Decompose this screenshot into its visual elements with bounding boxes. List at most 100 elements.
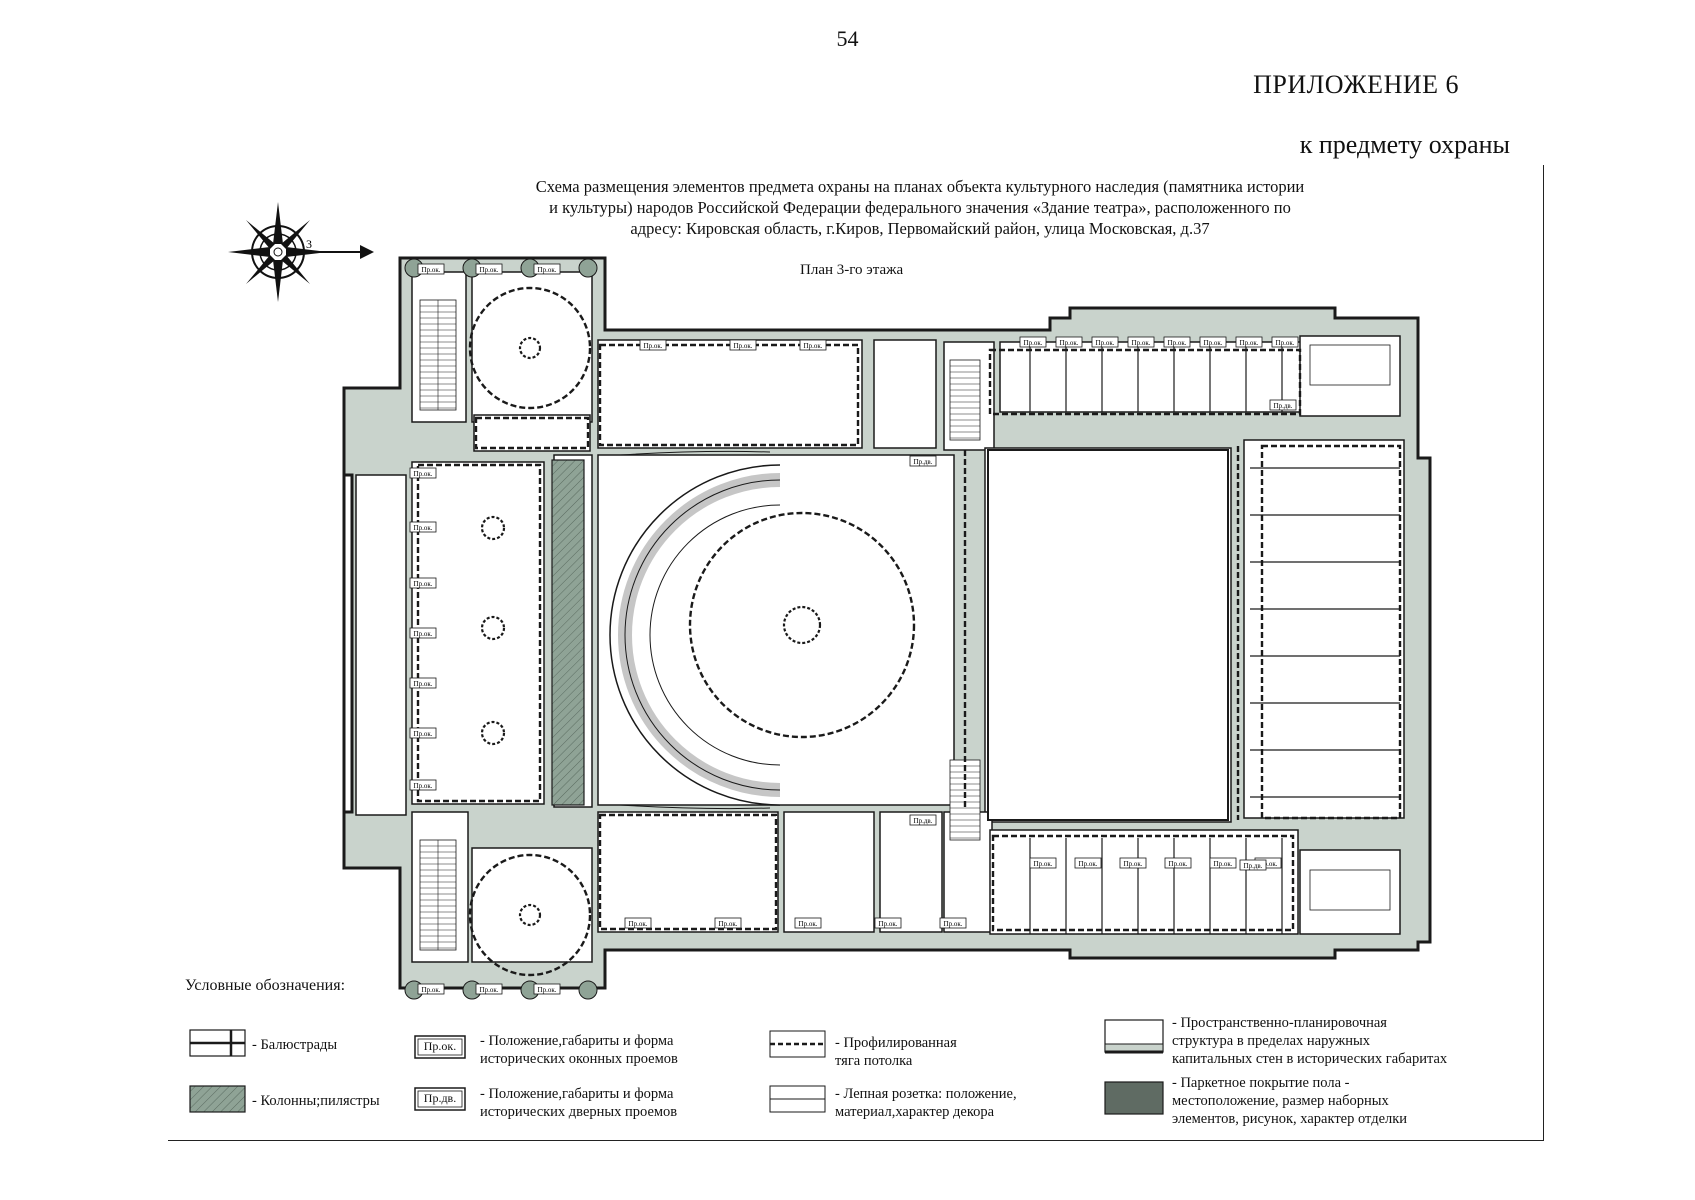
svg-text:Пр.ок.: Пр.ок. — [1034, 860, 1053, 868]
legend-structure-line: структура в пределах наружных — [1172, 1033, 1370, 1049]
opening-tag: Пр.дв. — [1239, 859, 1267, 871]
legend-cornice-line: тяга потолка — [835, 1053, 913, 1069]
opening-tag: Пр.ок. — [794, 917, 822, 929]
svg-text:Пр.ок.: Пр.ок. — [644, 342, 663, 350]
opening-tag: Пр.ок. — [1199, 336, 1227, 348]
legend-rosette-line: материал,характер декора — [835, 1104, 995, 1120]
legend-structure-line: - Пространственно-планировочная — [1172, 1015, 1387, 1031]
svg-text:Пр.ок.: Пр.ок. — [414, 630, 433, 638]
opening-tag: Пр.ок. — [714, 917, 742, 929]
legend-title: Условные обозначения: — [185, 977, 346, 994]
svg-text:Пр.ок.: Пр.ок. — [1024, 339, 1043, 347]
opening-tag: Пр.ок. — [409, 727, 437, 739]
legend-parquet-text: - Паркетное покрытие пола - местоположен… — [1172, 1074, 1407, 1128]
svg-text:3: 3 — [306, 237, 312, 251]
opening-tag: Пр.ок. — [1127, 336, 1155, 348]
legend-door-line: исторических дверных проемов — [480, 1104, 678, 1120]
compass-rose-icon: 3 — [228, 202, 374, 302]
svg-text:Пр.ок.: Пр.ок. — [422, 986, 441, 994]
svg-text:Пр.ок.: Пр.ок. — [1168, 339, 1187, 347]
svg-text:Пр.ок.: Пр.ок. — [414, 580, 433, 588]
opening-tag: Пр.ок. — [409, 467, 437, 479]
opening-tag: Пр.ок. — [1019, 336, 1047, 348]
dashed-line-symbol — [769, 1030, 826, 1058]
legend-cornice-text: - Профилированная тяга потолка — [835, 1034, 957, 1070]
svg-text:Пр.дв.: Пр.дв. — [914, 817, 933, 825]
frame-border-right — [1543, 165, 1544, 1140]
opening-tag: Пр.ок. — [1163, 336, 1191, 348]
svg-text:Пр.ок.: Пр.ок. — [944, 920, 963, 928]
legend-parquet-line: - Паркетное покрытие пола - — [1172, 1075, 1350, 1091]
opening-tag: Пр.ок. — [409, 521, 437, 533]
opening-tag: Пр.ок. — [799, 339, 827, 351]
legend-balustrade-text: - Балюстрады — [252, 1037, 338, 1053]
caption-line: и культуры) народов Российской Федерации… — [549, 198, 1291, 217]
opening-tag: Пр.дв. — [1269, 399, 1297, 411]
opening-tag: Пр.ок. — [1235, 336, 1263, 348]
caption-line: Схема размещения элементов предмета охра… — [535, 177, 1305, 196]
legend-column-text: - Колонны;пилястры — [252, 1093, 380, 1109]
parquet-symbol — [1104, 1081, 1164, 1115]
svg-text:Пр.ок.: Пр.ок. — [1079, 860, 1098, 868]
opening-tag: Пр.ок. — [417, 263, 445, 275]
opening-tag: Пр.ок. — [1164, 857, 1192, 869]
svg-text:Пр.ок.: Пр.ок. — [629, 920, 648, 928]
opening-tag: Пр.дв. — [909, 814, 937, 826]
opening-tag: Пр.ок. — [1271, 336, 1299, 348]
opening-tag: Пр.ок. — [639, 339, 667, 351]
legend-door-text: - Положение,габариты и форма исторически… — [480, 1085, 677, 1121]
legend-window-label: Пр.ок. — [423, 1039, 457, 1053]
legend-parquet-line: элементов, рисунок, характер отделки — [1172, 1111, 1408, 1127]
svg-text:Пр.ок.: Пр.ок. — [1124, 860, 1143, 868]
window-label-symbol — [414, 1035, 466, 1059]
opening-tag: Пр.ок. — [1209, 857, 1237, 869]
opening-tag: Пр.ок. — [409, 677, 437, 689]
legend-structure-line: капитальных стен в исторических габарита… — [1172, 1051, 1448, 1067]
stage-hall — [987, 449, 1229, 821]
svg-text:Пр.ок.: Пр.ок. — [414, 680, 433, 688]
legend-window-line: - Положение,габариты и форма — [480, 1033, 674, 1049]
opening-tag: Пр.ок. — [475, 983, 503, 995]
legend-window-text: - Положение,габариты и форма исторически… — [480, 1032, 678, 1068]
svg-text:Пр.дв.: Пр.дв. — [1274, 402, 1293, 410]
svg-text:Пр.ок.: Пр.ок. — [414, 470, 433, 478]
svg-text:Пр.дв.: Пр.дв. — [914, 458, 933, 466]
svg-text:Пр.ок.: Пр.ок. — [414, 730, 433, 738]
svg-text:Пр.ок.: Пр.ок. — [1204, 339, 1223, 347]
opening-tag: Пр.ок. — [533, 263, 561, 275]
balustrade-symbol — [189, 1029, 246, 1057]
legend-door-line: - Положение,габариты и форма — [480, 1086, 674, 1102]
svg-text:Пр.ок.: Пр.ок. — [879, 920, 898, 928]
svg-text:Пр.ок.: Пр.ок. — [422, 266, 441, 274]
svg-text:Пр.ок.: Пр.ок. — [799, 920, 818, 928]
opening-tag: Пр.ок. — [939, 917, 967, 929]
svg-text:Пр.ок.: Пр.ок. — [719, 920, 738, 928]
opening-tag: Пр.ок. — [1119, 857, 1147, 869]
legend-rosette-text: - Лепная розетка: положение, материал,ха… — [835, 1085, 1017, 1121]
opening-tag: Пр.ок. — [624, 917, 652, 929]
svg-text:Пр.ок.: Пр.ок. — [1214, 860, 1233, 868]
opening-tag: Пр.ок. — [1074, 857, 1102, 869]
plan-title: План 3-го этажа — [800, 262, 904, 278]
opening-tag: Пр.ок. — [533, 983, 561, 995]
svg-text:Пр.ок.: Пр.ок. — [480, 986, 499, 994]
rosette-symbol — [769, 1085, 826, 1113]
svg-text:Пр.ок.: Пр.ок. — [414, 524, 433, 532]
structure-symbol — [1104, 1019, 1164, 1054]
opening-tag: Пр.ок. — [409, 627, 437, 639]
svg-text:Пр.ок.: Пр.ок. — [538, 986, 557, 994]
opening-tag: Пр.дв. — [909, 455, 937, 467]
legend-cornice-line: - Профилированная — [835, 1035, 957, 1051]
opening-tag: Пр.ок. — [729, 339, 757, 351]
appendix-title: ПРИЛОЖЕНИЕ 6 — [1253, 70, 1459, 99]
column-symbol — [189, 1085, 246, 1113]
svg-text:Пр.ок.: Пр.ок. — [1169, 860, 1188, 868]
frame-border-bottom — [168, 1140, 1544, 1141]
opening-tag: Пр.ок. — [874, 917, 902, 929]
caption-line: адресу: Кировская область, г.Киров, Перв… — [630, 219, 1210, 238]
legend-rosette-line: - Лепная розетка: положение, — [835, 1086, 1017, 1102]
svg-text:Пр.ок.: Пр.ок. — [414, 782, 433, 790]
auditorium — [609, 450, 916, 810]
ceiling-rosettes — [480, 336, 822, 927]
